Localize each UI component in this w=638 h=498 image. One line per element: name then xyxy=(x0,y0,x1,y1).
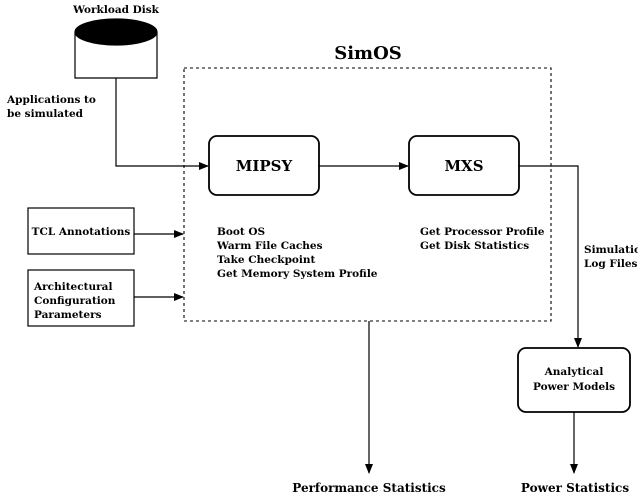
simulation-log-label-line2: Log Files xyxy=(584,258,637,270)
mxs-task-disk-statistics: Get Disk Statistics xyxy=(420,240,529,252)
mipsy-task-list: Boot OS Warm File Caches Take Checkpoint… xyxy=(216,226,378,280)
performance-statistics-label: Performance Statistics xyxy=(292,481,446,495)
mipsy-task-take-checkpoint: Take Checkpoint xyxy=(217,254,316,266)
simulation-log-label-line1: Simulation xyxy=(584,244,638,256)
power-statistics-label: Power Statistics xyxy=(521,481,629,495)
simos-title: SimOS xyxy=(334,43,402,64)
architectural-config-line3: Parameters xyxy=(34,309,102,321)
applications-label-line2: be simulated xyxy=(7,108,84,120)
architectural-config-line1: Architectural xyxy=(33,281,112,293)
mipsy-label: MIPSY xyxy=(236,157,293,175)
analytical-power-models-box xyxy=(517,347,631,413)
mipsy-task-memory-profile: Get Memory System Profile xyxy=(217,268,378,280)
mipsy-task-boot-os: Boot OS xyxy=(217,226,265,238)
disk-to-mipsy-arrow xyxy=(115,78,209,170)
tcl-annotations-box xyxy=(27,207,135,255)
simos-boundary xyxy=(183,67,552,322)
tcl-annotations-label: TCL Annotations xyxy=(32,226,131,238)
workload-disk-icon xyxy=(74,18,158,79)
mxs-label: MXS xyxy=(444,157,483,175)
workload-disk-label: Workload Disk xyxy=(72,4,160,16)
architectural-config-box xyxy=(27,269,135,327)
mipsy-task-warm-caches: Warm File Caches xyxy=(216,240,323,252)
mxs-task-list: Get Processor Profile Get Disk Statistic… xyxy=(420,226,545,252)
power-models-line1: Analytical xyxy=(544,366,604,378)
architectural-config-line2: Configuration xyxy=(34,295,116,307)
power-models-line2: Power Models xyxy=(533,381,615,393)
applications-label-line1: Applications to xyxy=(6,94,96,106)
mxs-task-processor-profile: Get Processor Profile xyxy=(420,226,545,238)
mxs-to-power-models-arrow xyxy=(519,165,582,348)
